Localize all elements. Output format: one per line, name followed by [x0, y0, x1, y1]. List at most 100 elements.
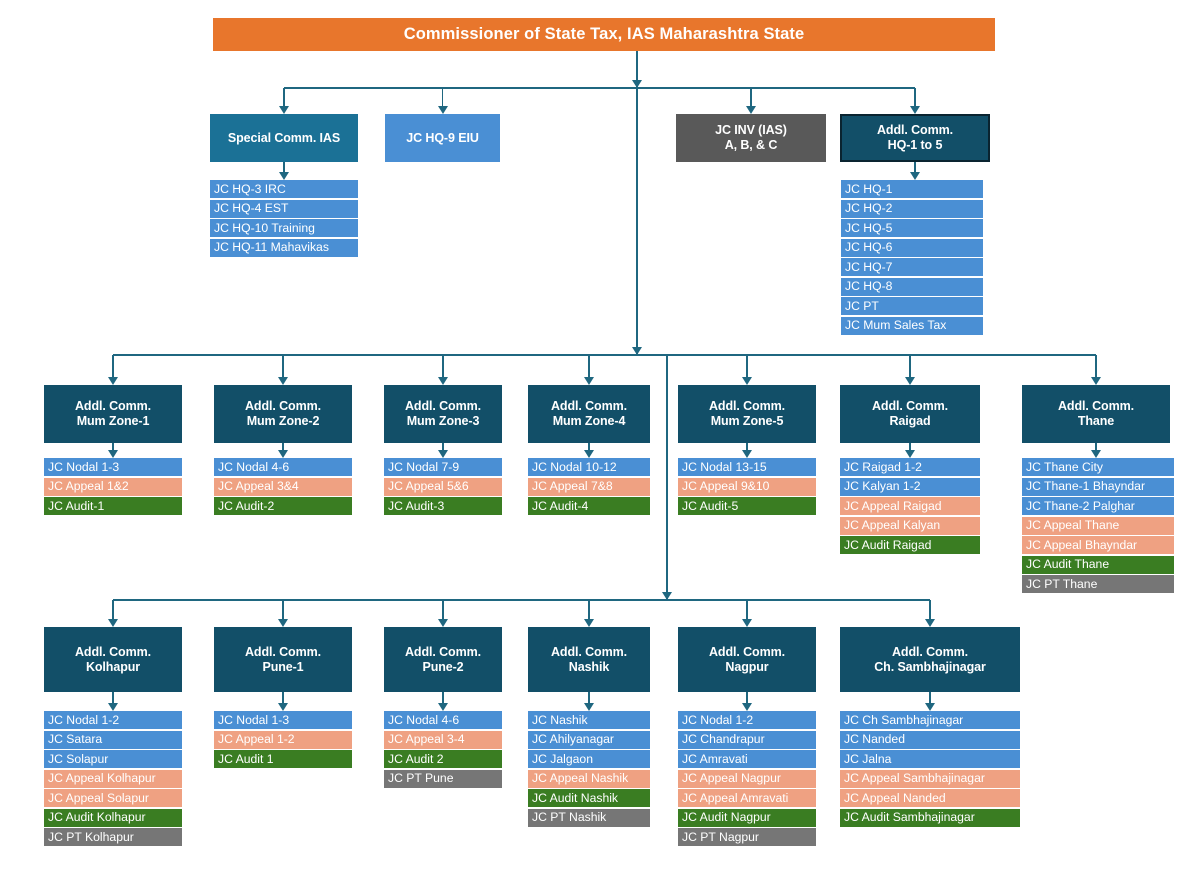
list-item[interactable]: JC Appeal 3&4 [214, 477, 352, 496]
list-item[interactable]: JC Thane-2 Palghar [1022, 497, 1174, 515]
node-label: Thane [1077, 414, 1115, 428]
list-item[interactable]: JC Appeal 1-2 [214, 730, 352, 749]
list-item[interactable]: JC Kalyan 1-2 [840, 477, 980, 496]
list-item[interactable]: JC Appeal Bhayndar [1022, 536, 1174, 554]
list-item[interactable]: JC Appeal Nashik [528, 769, 650, 788]
list-item[interactable]: JC HQ-4 EST [210, 199, 358, 218]
node-mum-zone-5[interactable]: Addl. Comm.Mum Zone-5 [678, 385, 816, 443]
list-item[interactable]: JC PT Nashik [528, 808, 650, 827]
node-thane[interactable]: Addl. Comm.Thane [1022, 385, 1170, 443]
list-item[interactable]: JC Solapur [44, 750, 182, 768]
list-item[interactable]: JC Nodal 4-6 [214, 458, 352, 476]
list-item[interactable]: JC PT Kolhapur [44, 828, 182, 846]
list-item[interactable]: JC Appeal Raigad [840, 497, 980, 515]
list-item[interactable]: JC Audit-4 [528, 497, 650, 515]
node-kolhapur[interactable]: Addl. Comm.Kolhapur [44, 627, 182, 692]
node-label: Special Comm. IAS [227, 130, 341, 145]
list-item[interactable]: JC Nodal 1-2 [44, 711, 182, 729]
list-item[interactable]: JC Ch Sambhajinagar [840, 711, 1020, 729]
node-label: HQ-1 to 5 [887, 138, 943, 152]
node-nashik[interactable]: Addl. Comm.Nashik [528, 627, 650, 692]
list-item[interactable]: JC Satara [44, 730, 182, 749]
list-item[interactable]: JC Appeal 5&6 [384, 477, 502, 496]
list-item[interactable]: JC HQ-7 [841, 258, 983, 276]
list-item[interactable]: JC HQ-3 IRC [210, 180, 358, 198]
list-item[interactable]: JC HQ-5 [841, 219, 983, 237]
list-item[interactable]: JC Appeal Kalyan [840, 516, 980, 535]
list-item[interactable]: JC Nodal 1-3 [44, 458, 182, 476]
list-item[interactable]: JC Audit-1 [44, 497, 182, 515]
arrow-head [278, 450, 288, 458]
connector-line [636, 51, 638, 88]
list-item[interactable]: JC Audit Sambhajinagar [840, 808, 1020, 827]
list-item[interactable]: JC Nodal 10-12 [528, 458, 650, 476]
node-mum-zone-4[interactable]: Addl. Comm.Mum Zone-4 [528, 385, 650, 443]
list-item[interactable]: JC Nodal 1-2 [678, 711, 816, 729]
list-item[interactable]: JC Jalna [840, 750, 1020, 768]
list-item[interactable]: JC Audit Raigad [840, 536, 980, 554]
list-item[interactable]: JC Audit Kolhapur [44, 808, 182, 827]
node-pune-2[interactable]: Addl. Comm.Pune-2 [384, 627, 502, 692]
node-special-comm[interactable]: Special Comm. IAS [210, 114, 358, 162]
list-item[interactable]: JC Appeal 9&10 [678, 477, 816, 496]
node-nagpur[interactable]: Addl. Comm.Nagpur [678, 627, 816, 692]
list-item[interactable]: JC Nashik [528, 711, 650, 729]
list-item[interactable]: JC Audit-2 [214, 497, 352, 515]
list-item[interactable]: JC Chandrapur [678, 730, 816, 749]
list-item[interactable]: JC Audit Nagpur [678, 808, 816, 827]
node-mum-zone-2[interactable]: Addl. Comm.Mum Zone-2 [214, 385, 352, 443]
node-jc-inv-ias[interactable]: JC INV (IAS)A, B, & C [676, 114, 826, 162]
list-item[interactable]: JC Raigad 1-2 [840, 458, 980, 476]
list-item[interactable]: JC Appeal Nanded [840, 789, 1020, 807]
node-label: Kolhapur [85, 659, 141, 674]
list-item[interactable]: JC Jalgaon [528, 750, 650, 768]
list-item[interactable]: JC Audit-3 [384, 497, 502, 515]
list-item[interactable]: JC PT Thane [1022, 575, 1174, 593]
list-item[interactable]: JC Audit-5 [678, 497, 816, 515]
list-item[interactable]: JC Audit Thane [1022, 555, 1174, 574]
node-addl-comm-hq[interactable]: Addl. Comm.HQ-1 to 5 [840, 114, 990, 162]
node-pune-1[interactable]: Addl. Comm.Pune-1 [214, 627, 352, 692]
list-item[interactable]: JC PT Nagpur [678, 828, 816, 846]
list-item[interactable]: JC PT Pune [384, 769, 502, 788]
list-item[interactable]: JC Appeal Kolhapur [44, 769, 182, 788]
list-item[interactable]: JC PT [841, 297, 983, 315]
list-item[interactable]: JC Nodal 13-15 [678, 458, 816, 476]
node-mum-zone-3[interactable]: Addl. Comm.Mum Zone-3 [384, 385, 502, 443]
list-item[interactable]: JC HQ-6 [841, 238, 983, 257]
list-item[interactable]: JC Ahilyanagar [528, 730, 650, 749]
list-item[interactable]: JC Nanded [840, 730, 1020, 749]
list-item[interactable]: JC Mum Sales Tax [841, 316, 983, 335]
list-item[interactable]: JC Thane City [1022, 458, 1174, 476]
node-ch-sambhajinagar[interactable]: Addl. Comm.Ch. Sambhajinagar [840, 627, 1020, 692]
node-label: Addl. Comm. [551, 644, 627, 659]
list-item[interactable]: JC Amravati [678, 750, 816, 768]
list-item[interactable]: JC Audit 1 [214, 750, 352, 768]
list-item[interactable]: JC HQ-11 Mahavikas [210, 238, 358, 257]
list-item[interactable]: JC Appeal Thane [1022, 516, 1174, 535]
list-item[interactable]: JC Nodal 1-3 [214, 711, 352, 729]
list-item[interactable]: JC Thane-1 Bhayndar [1022, 477, 1174, 496]
node-raigad[interactable]: Addl. Comm.Raigad [840, 385, 980, 443]
list-item[interactable]: JC Nodal 7-9 [384, 458, 502, 476]
list-item[interactable]: JC Appeal Amravati [678, 789, 816, 807]
list-item[interactable]: JC HQ-8 [841, 277, 983, 296]
list-item[interactable]: JC HQ-1 [841, 180, 983, 198]
connector-line [1095, 443, 1097, 451]
list-item[interactable]: JC Appeal 3-4 [384, 730, 502, 749]
list-item[interactable]: JC Appeal 1&2 [44, 477, 182, 496]
list-item[interactable]: JC HQ-2 [841, 199, 983, 218]
list-item[interactable]: JC Audit 2 [384, 750, 502, 768]
node-label: A, B, & C [724, 138, 778, 152]
list-item[interactable]: JC Appeal Solapur [44, 789, 182, 807]
list-item[interactable]: JC Appeal Sambhajinagar [840, 769, 1020, 788]
list-item[interactable]: JC HQ-10 Training [210, 219, 358, 237]
arrow-head [905, 450, 915, 458]
list-item[interactable]: JC Appeal Nagpur [678, 769, 816, 788]
connector-line [909, 355, 911, 378]
list-item[interactable]: JC Nodal 4-6 [384, 711, 502, 729]
list-item[interactable]: JC Appeal 7&8 [528, 477, 650, 496]
list-item[interactable]: JC Audit Nashik [528, 789, 650, 807]
node-jc-hq-9-eiu[interactable]: JC HQ-9 EIU [385, 114, 500, 162]
node-mum-zone-1[interactable]: Addl. Comm.Mum Zone-1 [44, 385, 182, 443]
